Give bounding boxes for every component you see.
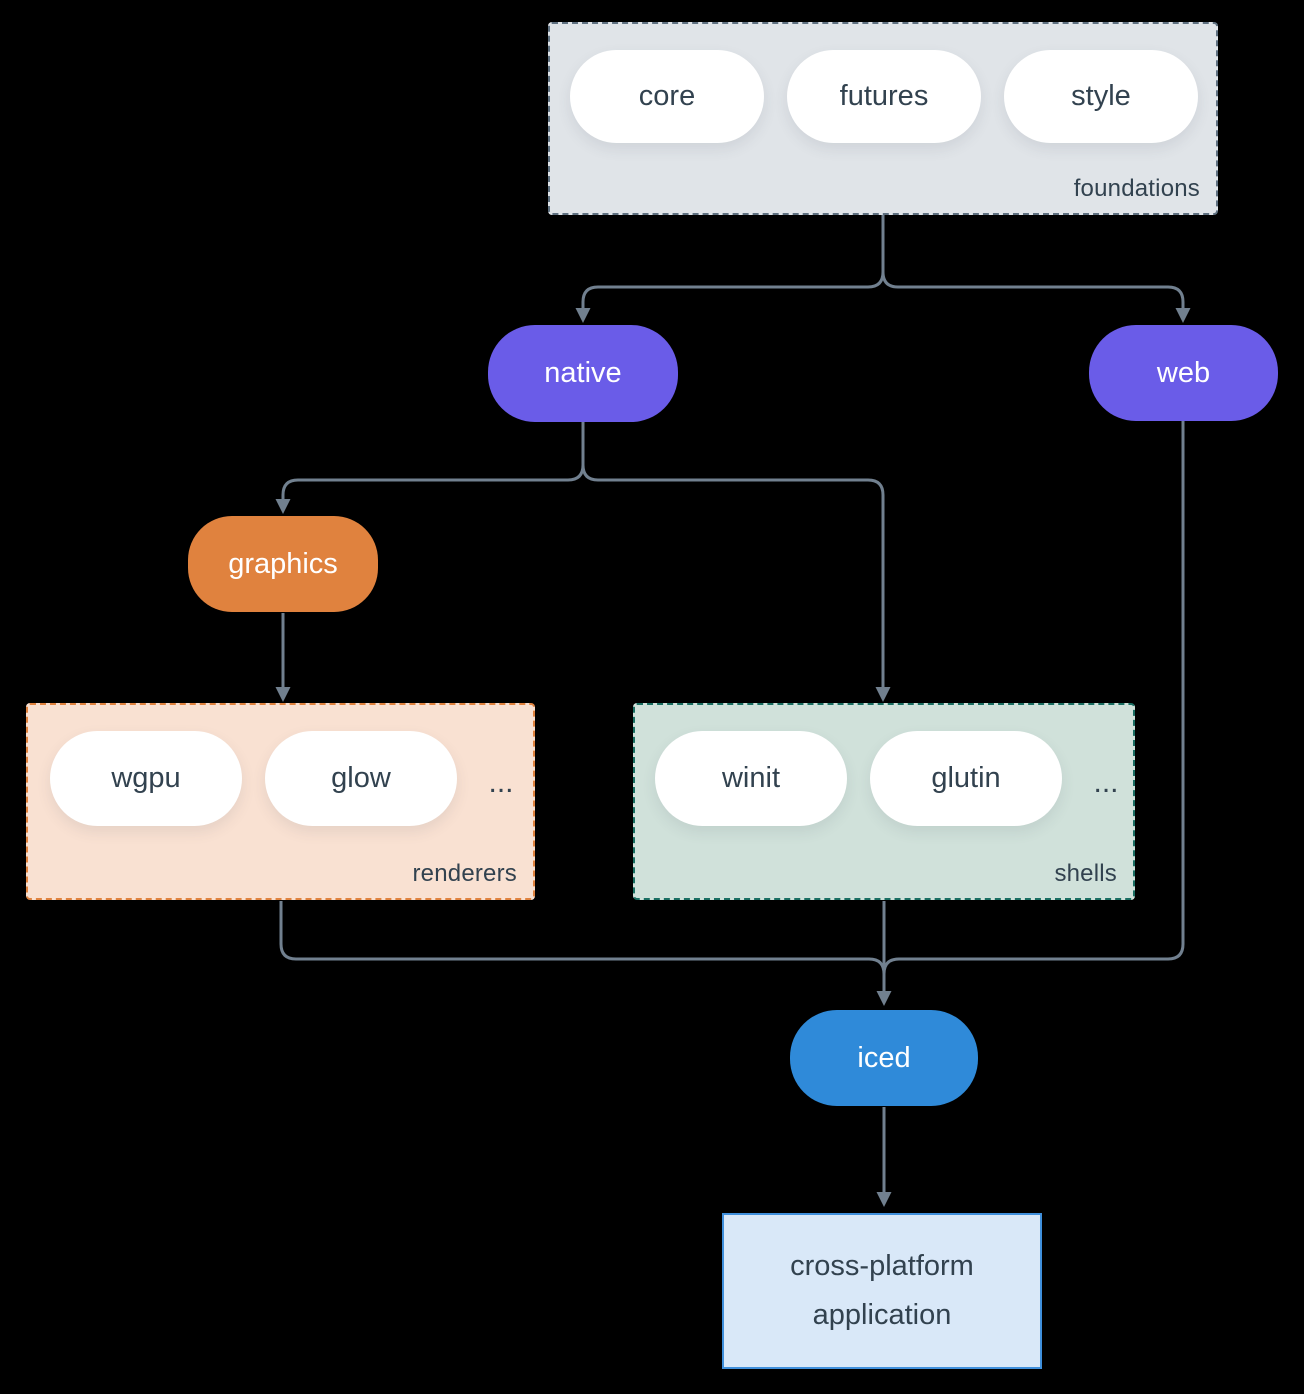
wire-renderers-to-merge <box>279 901 886 975</box>
app-box-line1: cross-platform <box>790 1250 974 1282</box>
node-web-label: web <box>1156 356 1211 389</box>
node-graphics-label: graphics <box>228 547 338 580</box>
node-style-label: style <box>1071 80 1131 112</box>
node-native-label: native <box>544 357 622 389</box>
node-core-label: core <box>638 80 696 112</box>
node-glutin: glutin <box>870 731 1062 826</box>
node-native: native <box>488 325 678 422</box>
group-shells-label: shells <box>1054 860 1117 887</box>
arrowhead-iced <box>876 991 892 1006</box>
node-wgpu: wgpu <box>50 731 242 826</box>
node-glow: glow <box>265 731 457 826</box>
node-futures-label: futures <box>839 80 929 112</box>
group-foundations-label: foundations <box>1073 175 1200 202</box>
node-glow-label: glow <box>331 762 391 794</box>
node-iced-label: iced <box>857 1041 911 1074</box>
wire-web-to-merge <box>882 421 1185 975</box>
wire-foundations-to-native <box>581 215 885 311</box>
group-renderers-label: renderers <box>412 860 517 887</box>
arrowhead-web <box>1175 308 1191 323</box>
node-glutin-label: glutin <box>931 762 1001 794</box>
wire-native-to-shells <box>581 464 885 689</box>
shells-ellipsis: ... <box>1093 766 1119 799</box>
node-winit: winit <box>655 731 847 826</box>
node-futures: futures <box>787 50 981 143</box>
wire-foundations-to-web <box>881 271 1185 311</box>
arrowhead-renderers <box>275 687 291 702</box>
renderers-ellipsis: ... <box>488 766 514 799</box>
group-shells: winit glutin ... shells <box>633 703 1135 900</box>
arrowhead-native <box>575 308 591 323</box>
node-cross-platform-application: cross-platform application <box>722 1213 1042 1369</box>
arrowhead-app <box>876 1192 892 1207</box>
node-winit-label: winit <box>721 762 780 794</box>
group-foundations: core futures style foundations <box>548 22 1218 215</box>
node-style: style <box>1004 50 1198 143</box>
arrowhead-shells <box>875 687 891 702</box>
app-box-line2: application <box>812 1299 952 1331</box>
node-graphics: graphics <box>188 516 378 612</box>
group-renderers: wgpu glow ... renderers <box>26 703 535 900</box>
node-iced: iced <box>790 1010 978 1106</box>
node-web: web <box>1089 325 1278 421</box>
node-wgpu-label: wgpu <box>111 762 181 794</box>
wire-native-to-graphics <box>281 422 585 502</box>
arrowhead-graphics <box>275 499 291 514</box>
node-core: core <box>570 50 764 143</box>
